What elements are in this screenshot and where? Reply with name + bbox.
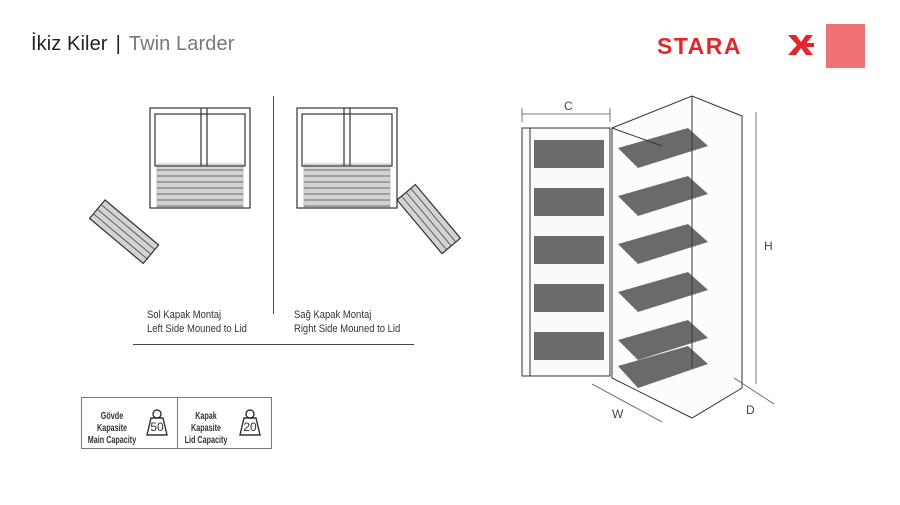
right-mount-caption-tr: Sağ Kapak Montaj	[294, 309, 372, 321]
lid-capacity-value: 20	[243, 420, 257, 434]
right-mount-caption-en: Right Side Mouned to Lid	[294, 323, 401, 335]
right-mount-caption: Sağ Kapak Montaj Right Side Mouned to Li…	[294, 308, 400, 336]
weight-icon: 50	[142, 407, 172, 437]
brand-logo-text: STARA	[657, 33, 743, 59]
title-english: Twin Larder	[128, 33, 235, 55]
top-view-mounting-diagram	[88, 107, 462, 265]
capacity-divider	[177, 398, 178, 448]
weight-icon: 20	[235, 407, 265, 437]
starax-x-mark-icon	[788, 35, 814, 55]
capacity-box: Gövde Kapasite Main Capacity 50 Kapak Ka…	[81, 397, 272, 449]
diagram-divider-vertical	[273, 96, 274, 314]
main-capacity-value: 50	[150, 420, 164, 434]
left-mount-caption-en: Left Side Mouned to Lid	[147, 323, 247, 335]
dimension-d-label: D	[746, 403, 755, 417]
dimension-c-label: C	[564, 99, 573, 113]
main-capacity-label-en: Main Capacity	[87, 435, 137, 446]
dimension-w-label: W	[612, 407, 624, 421]
lid-capacity-label-tr: Kapak Kapasite	[190, 411, 222, 434]
left-mount-caption: Sol Kapak Montaj Left Side Mouned to Lid	[147, 308, 247, 336]
twin-larder-drawing: C H W D	[521, 95, 775, 423]
right-mount-drawing	[296, 107, 462, 255]
lid-capacity-label: Kapak Kapasite Lid Capacity	[182, 411, 231, 447]
left-mount-caption-tr: Sol Kapak Montaj	[147, 309, 222, 321]
door-baskets	[534, 140, 604, 360]
dimension-h-label: H	[764, 239, 773, 253]
diagram-divider-horizontal	[133, 344, 414, 345]
page-title: İkiz Kiler | Twin Larder	[31, 33, 234, 56]
brand-accent-swatch	[826, 24, 865, 68]
main-capacity-label: Gövde Kapasite Main Capacity	[88, 411, 137, 447]
left-mount-drawing	[88, 107, 251, 265]
lid-capacity-label-en: Lid Capacity	[184, 435, 228, 446]
main-baskets	[618, 128, 708, 388]
main-capacity-label-tr: Gövde Kapasite	[96, 411, 128, 434]
title-turkish: İkiz Kiler	[31, 33, 108, 55]
title-separator: |	[115, 33, 121, 55]
